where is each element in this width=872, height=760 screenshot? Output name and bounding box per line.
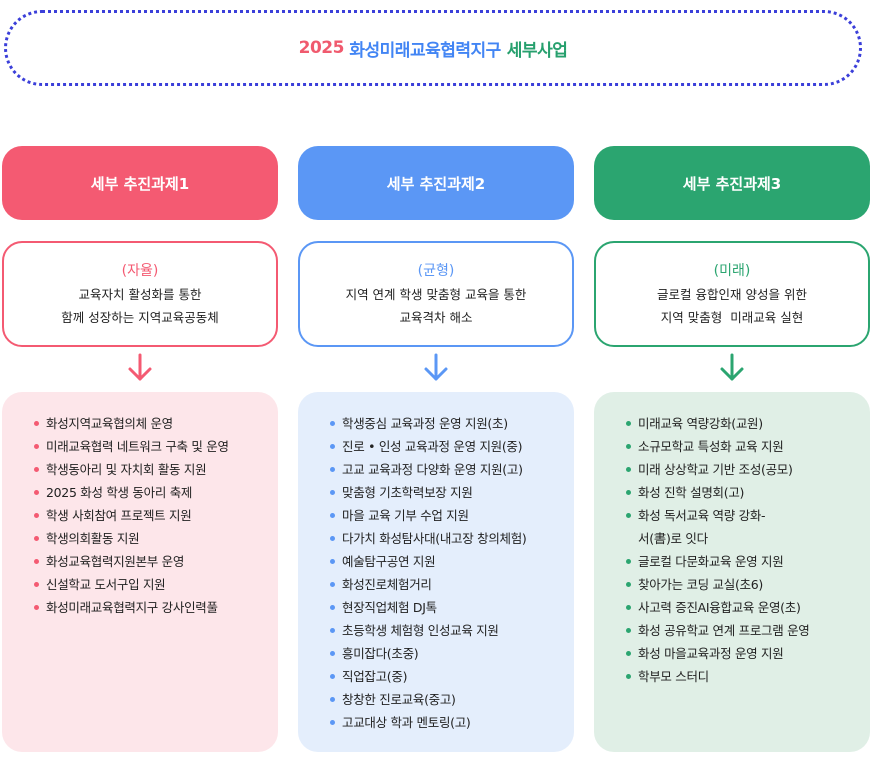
list-item: 미래교육협력 네트워크 구축 및 운영 (34, 435, 266, 458)
list-item: 화성교육협력지원본부 운영 (34, 550, 266, 573)
task-goal-2: (균형) 지역 연계 학생 맞춤형 교육을 통한 교육격차 해소 (298, 241, 574, 347)
list-item: 맞춤형 기초학력보장 지원 (330, 481, 562, 504)
page-title-banner: 2025 화성미래교육협력지구 세부사업 (4, 10, 862, 86)
list-item: 사고력 증진AI융합교육 운영(초) (626, 596, 858, 619)
list-item: 2025 화성 학생 동아리 축제 (34, 481, 266, 504)
goal-line: 교육격차 해소 (399, 309, 473, 325)
title-year: 2025 (298, 38, 345, 58)
task-list-3: 미래교육 역량강화(교원) 소규모학교 특성화 교육 지원 미래 상상학교 기반… (594, 392, 870, 752)
list-item: 초등학생 체험형 인성교육 지원 (330, 619, 562, 642)
task-list-1: 화성지역교육협의체 운영 미래교육협력 네트워크 구축 및 운영 학생동아리 및… (2, 392, 278, 752)
list-item: 창창한 진로교육(중고) (330, 688, 562, 711)
list-item: 흥미잡다(초중) (330, 642, 562, 665)
list-item: 현장직업체험 DJ톡 (330, 596, 562, 619)
goal-keyword: (균형) (417, 262, 455, 279)
list-item: 화성 진학 설명회(고) (626, 481, 858, 504)
list-item: 학생 사회참여 프로젝트 지원 (34, 504, 266, 527)
task-goal-1: (자율) 교육자치 활성화를 통한 함께 성장하는 지역교육공동체 (2, 241, 278, 347)
goal-line: 지역 맞춤형 미래교육 실현 (660, 309, 804, 325)
list-item: 미래 상상학교 기반 조성(공모) (626, 458, 858, 481)
list-item: 소규모학교 특성화 교육 지원 (626, 435, 858, 458)
list-item: 다가치 화성탐사대(내고장 창의체험) (330, 527, 562, 550)
list-item: 학생의회활동 지원 (34, 527, 266, 550)
goal-line: 지역 연계 학생 맞춤형 교육을 통한 (345, 286, 527, 302)
list-item: 화성진로체험거리 (330, 573, 562, 596)
task-header-1: 세부 추진과제1 (2, 146, 278, 220)
goal-line: 글로컬 융합인재 양성을 위한 (657, 286, 807, 302)
list-item: 화성 마을교육과정 운영 지원 (626, 642, 858, 665)
task-header-2: 세부 추진과제2 (298, 146, 574, 220)
list-item: 화성지역교육협의체 운영 (34, 412, 266, 435)
arrow-down-icon (424, 353, 448, 381)
list-item: 찾아가는 코딩 교실(초6) (626, 573, 858, 596)
list-item: 직업잡고(중) (330, 665, 562, 688)
list-item: 진로 • 인성 교육과정 운영 지원(중) (330, 435, 562, 458)
title-name: 화성미래교육협력지구 (343, 40, 501, 61)
arrow-down-icon (720, 353, 744, 381)
list-item: 학생중심 교육과정 운영 지원(초) (330, 412, 562, 435)
list-item-continuation: 서(書)로 잇다 (638, 531, 708, 546)
list-item: 미래교육 역량강화(교원) (626, 412, 858, 435)
title-suffix: 세부사업 (506, 40, 568, 61)
goal-keyword: (자율) (121, 262, 159, 279)
task-list-2: 학생중심 교육과정 운영 지원(초) 진로 • 인성 교육과정 운영 지원(중)… (298, 392, 574, 752)
list-item: 고교대상 학과 멘토링(고) (330, 711, 562, 734)
list-item: 화성 독서교육 역량 강화- (626, 504, 858, 527)
list-item: 예술탐구공연 지원 (330, 550, 562, 573)
goal-line: 함께 성장하는 지역교육공동체 (61, 309, 219, 325)
arrow-down-icon (128, 353, 152, 381)
list-item: 고교 교육과정 다양화 운영 지원(고) (330, 458, 562, 481)
list-item: 학부모 스터디 (626, 665, 858, 688)
goal-keyword: (미래) (713, 262, 751, 279)
list-item: 학생동아리 및 자치회 활동 지원 (34, 458, 266, 481)
list-item: 화성 공유학교 연계 프로그램 운영 (626, 619, 858, 642)
task-goal-3: (미래) 글로컬 융합인재 양성을 위한 지역 맞춤형 미래교육 실현 (594, 241, 870, 347)
goal-line: 교육자치 활성화를 통한 (78, 286, 202, 302)
task-header-3: 세부 추진과제3 (594, 146, 870, 220)
list-item: 신설학교 도서구입 지원 (34, 573, 266, 596)
list-item: 화성미래교육협력지구 강사인력풀 (34, 596, 266, 619)
list-item: 마을 교육 기부 수업 지원 (330, 504, 562, 527)
list-item: 글로컬 다문화교육 운영 지원 (626, 550, 858, 573)
